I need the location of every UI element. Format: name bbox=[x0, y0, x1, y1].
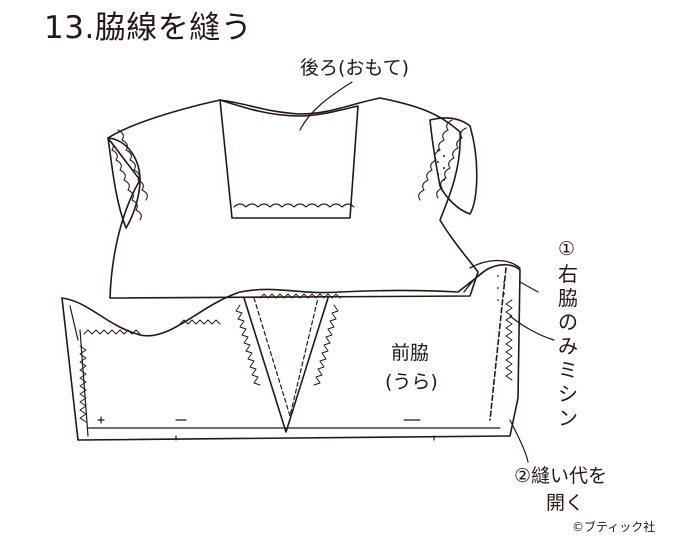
left-sleeve-lace bbox=[107, 129, 148, 221]
dart-inner bbox=[253, 297, 319, 417]
dart-outer bbox=[243, 297, 329, 433]
step1-leader bbox=[509, 315, 555, 341]
back-garment-outline bbox=[107, 97, 479, 299]
copyright-notice: ©ブティック社 bbox=[572, 520, 656, 534]
serged-edge-right bbox=[505, 299, 513, 381]
dart-zigzag-left bbox=[235, 304, 261, 386]
serged-edge-top bbox=[83, 293, 341, 335]
right-sleeve-dots bbox=[437, 149, 445, 181]
front-panel-outline bbox=[61, 263, 521, 441]
page-title: 13.脇線を縫う bbox=[44, 10, 253, 46]
step2-instruction-line1: ②縫い代を bbox=[514, 465, 608, 487]
right-sleeve-lace bbox=[418, 119, 467, 201]
serged-edge-left bbox=[79, 345, 87, 423]
step2-instruction-line2: 開く bbox=[546, 492, 585, 514]
back-neck-panel bbox=[219, 99, 359, 219]
seam-fold-dots bbox=[497, 275, 505, 301]
step1-instruction: 右脇のみミシン bbox=[558, 262, 578, 430]
step1-arrow-leader bbox=[519, 281, 539, 293]
left-sleeve-outline bbox=[107, 137, 141, 229]
front-panel-inner-edge bbox=[69, 305, 89, 437]
back-outside-label: 後ろ(おもて) bbox=[300, 57, 410, 79]
dart-zigzag-right bbox=[313, 304, 339, 386]
front-inside-label: (うら) bbox=[385, 371, 438, 393]
step1-number: ① bbox=[558, 238, 576, 260]
right-sleeve-outline bbox=[429, 117, 478, 215]
back-label-leader bbox=[299, 81, 353, 131]
hem-marks bbox=[97, 416, 435, 441]
right-seam-stitch bbox=[489, 267, 507, 421]
front-side-label: 前脇 bbox=[391, 342, 430, 364]
step2-leader bbox=[509, 419, 529, 463]
seam-allowance-open bbox=[463, 259, 521, 293]
neck-scallop-trim bbox=[233, 203, 355, 208]
